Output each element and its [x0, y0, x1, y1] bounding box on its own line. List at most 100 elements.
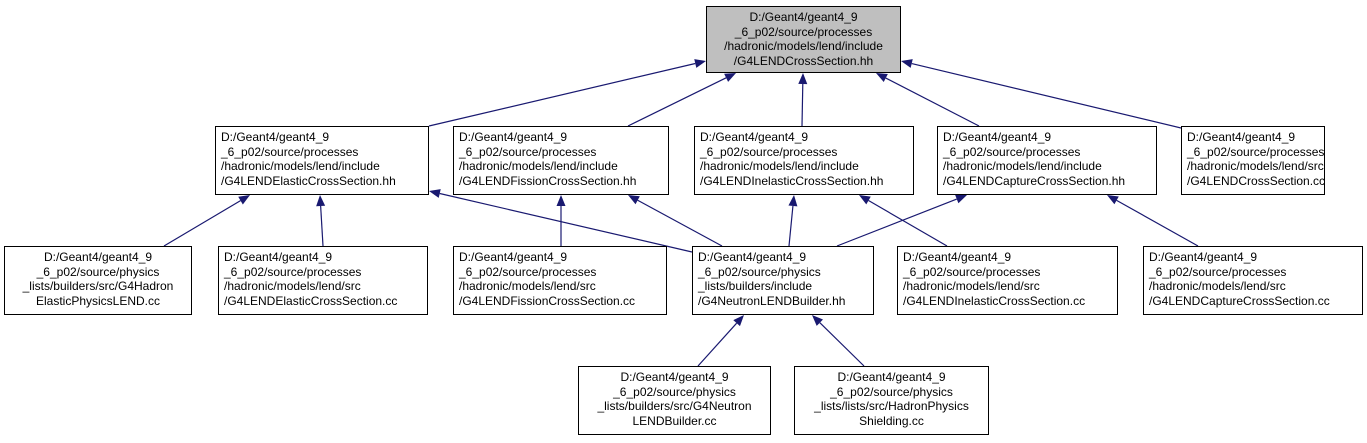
node-line: _6_p02/source/processes: [903, 264, 1041, 279]
node-line: /hadronic/models/lend/src: [459, 279, 596, 293]
node-line: Shielding.cc: [859, 413, 924, 428]
arrowhead-elastic_cc-to-elastic_hh: [316, 195, 326, 207]
node-line: D:/Geant4/geant4_9: [943, 130, 1052, 144]
node-root-g4lendcrosssection-hh[interactable]: D:/Geant4/geant4_9 _6_p02/source/process…: [706, 6, 901, 73]
node-line: _6_p02/source/processes: [700, 144, 838, 159]
node-line: D:/Geant4/geant4_9: [749, 10, 858, 24]
node-line: _6_p02/source/physics: [36, 264, 160, 279]
node-line: D:/Geant4/geant4_9: [698, 250, 807, 264]
node-line: _lists/builders/include: [698, 279, 813, 293]
node-line: /G4NeutronLENDBuilder.hh: [698, 293, 846, 308]
node-line: /hadronic/models/lend/include: [724, 39, 883, 53]
node-line: D:/Geant4/geant4_9: [221, 130, 330, 144]
node-line: /hadronic/models/lend/src: [224, 279, 361, 293]
node-line: /G4LENDInelasticCrossSection.cc: [903, 293, 1086, 308]
node-line: /G4LENDCrossSection.cc: [1187, 173, 1325, 188]
node-line: D:/Geant4/geant4_9: [620, 370, 729, 384]
node-line: _6_p02/source/physics: [698, 264, 821, 279]
node-g4lendfissioncrosssection-hh[interactable]: D:/Geant4/geant4_9 _6_p02/source/process…: [453, 126, 669, 195]
node-line: D:/Geant4/geant4_9: [459, 130, 568, 144]
node-g4lendfissioncrosssection-cc[interactable]: D:/Geant4/geant4_9 _6_p02/source/process…: [453, 246, 667, 315]
node-g4lendcrosssection-cc[interactable]: D:/Geant4/geant4_9 _6_p02/source/process…: [1181, 126, 1325, 195]
node-line: _6_p02/source/processes: [221, 144, 359, 159]
arrowhead-neutron_builder_hh-to-inelastic_hh: [788, 195, 798, 207]
arrowhead-neutron_builder_hh-to-elastic_hh: [429, 189, 441, 198]
arrowhead-inelastic_cc-to-inelastic_hh: [859, 195, 871, 205]
arrowhead-inelastic_hh-to-root: [798, 73, 808, 85]
arrowhead-capture_cc-to-capture_hh: [1107, 195, 1119, 205]
edge-inelastic_hh-to-root: [801, 83, 804, 127]
arrowhead-fission_cc-to-fission_hh: [556, 195, 566, 206]
node-line: D:/Geant4/geant4_9: [1187, 130, 1296, 144]
node-g4lendelasticcrosssection-cc[interactable]: D:/Geant4/geant4_9 _6_p02/source/process…: [218, 246, 428, 315]
node-line: /hadronic/models/lend/include: [943, 159, 1102, 173]
edge-neutron_builder_hh-to-capture_hh: [836, 198, 957, 247]
node-line: /G4LENDCaptureCrossSection.hh: [943, 173, 1126, 188]
node-line: /G4LENDInelasticCrossSection.hh: [700, 173, 884, 188]
node-line: /G4LENDFissionCrossSection.hh: [459, 173, 637, 188]
node-g4neutronlendbuilder-cc[interactable]: D:/Geant4/geant4_9 _6_p02/source/physics…: [578, 366, 771, 435]
arrowhead-hadron_shielding_cc-to-neutron_builder_hh: [812, 315, 824, 326]
node-line: /hadronic/models/lend/include: [459, 159, 618, 173]
node-line: /G4LENDElasticCrossSection.cc: [224, 293, 398, 308]
node-line: _6_p02/source/physics: [830, 384, 953, 399]
arrowhead-fission_hh-to-root: [724, 73, 736, 82]
node-line: ElasticPhysicsLEND.cc: [35, 293, 161, 308]
node-line: D:/Geant4/geant4_9: [700, 130, 809, 144]
arrowhead-hadron_elastic_cc-to-elastic_hh: [238, 195, 250, 205]
edge-neutron_builder_hh-to-elastic_hh: [439, 192, 693, 253]
node-line: LENDBuilder.cc: [632, 413, 717, 428]
node-line: _6_p02/source/processes: [459, 264, 597, 279]
node-line: /hadronic/models/lend/src: [1187, 159, 1324, 173]
node-line: /hadronic/models/lend/include: [221, 159, 380, 173]
edge-fission_hh-to-root: [627, 77, 727, 127]
arrowhead-capture_hh-to-root: [876, 73, 888, 83]
node-g4lendinelasticcrosssection-cc[interactable]: D:/Geant4/geant4_9 _6_p02/source/process…: [897, 246, 1118, 315]
node-line: D:/Geant4/geant4_9: [224, 250, 333, 264]
node-line: _6_p02/source/processes: [1187, 144, 1325, 159]
node-line: _lists/lists/src/HadronPhysics: [814, 399, 969, 413]
edge-neutron_builder_hh-to-inelastic_hh: [788, 205, 794, 247]
node-line: D:/Geant4/geant4_9: [43, 250, 153, 264]
node-g4neutronlendbuilder-hh[interactable]: D:/Geant4/geant4_9 _6_p02/source/physics…: [692, 246, 874, 315]
node-line: D:/Geant4/geant4_9: [1149, 250, 1258, 264]
node-line: _6_p02/source/processes: [1149, 264, 1287, 279]
node-line: /hadronic/models/lend/src: [903, 279, 1040, 293]
arrowhead-neutron_builder_hh-to-fission_hh: [628, 195, 640, 205]
edge-capture_hh-to-root: [885, 77, 980, 127]
node-line: _6_p02/source/processes: [943, 144, 1081, 159]
node-g4lendelasticcrosssection-hh[interactable]: D:/Geant4/geant4_9 _6_p02/source/process…: [215, 126, 429, 195]
node-g4lendcapturecrosssection-hh[interactable]: D:/Geant4/geant4_9 _6_p02/source/process…: [937, 126, 1157, 195]
node-line: D:/Geant4/geant4_9: [459, 250, 568, 264]
edge-neutron_builder_cc-to-neutron_builder_hh: [697, 322, 738, 367]
node-line: _lists/builders/src/G4Neutron: [597, 399, 752, 413]
node-g4lendinelasticcrosssection-hh[interactable]: D:/Geant4/geant4_9 _6_p02/source/process…: [694, 126, 914, 195]
node-line: _6_p02/source/processes: [224, 264, 362, 279]
node-line: _lists/builders/src/G4Hadron: [22, 279, 174, 293]
arrowhead-elastic_hh-to-root: [694, 59, 706, 68]
node-line: /G4LENDCrossSection.hh: [733, 53, 874, 68]
edge-elastic_hh-to-root: [428, 62, 696, 127]
node-line: /hadronic/models/lend/src: [1149, 279, 1286, 293]
node-line: D:/Geant4/geant4_9: [837, 370, 946, 384]
edge-hadron_elastic_cc-to-elastic_hh: [163, 200, 241, 247]
node-line: _6_p02/source/processes: [459, 144, 597, 159]
edge-crosssection_cc-to-root: [911, 62, 1182, 129]
node-g4hadronelasticphysicslend-cc[interactable]: D:/Geant4/geant4_9 _6_p02/source/physics…: [4, 246, 192, 315]
edge-neutron_builder_hh-to-fission_hh: [637, 199, 723, 247]
arrowhead-crosssection_cc-to-root: [901, 59, 913, 68]
edge-hadron_shielding_cc-to-neutron_builder_hh: [819, 322, 865, 367]
node-line: D:/Geant4/geant4_9: [903, 250, 1012, 264]
edge-capture_cc-to-capture_hh: [1116, 199, 1199, 247]
node-hadronphysicsshielding-cc[interactable]: D:/Geant4/geant4_9 _6_p02/source/physics…: [794, 366, 989, 435]
arrowhead-neutron_builder_cc-to-neutron_builder_hh: [733, 315, 744, 327]
arrowhead-neutron_builder_hh-to-capture_hh: [955, 194, 967, 204]
node-line: /G4LENDFissionCrossSection.cc: [459, 293, 636, 308]
node-line: /G4LENDCaptureCrossSection.cc: [1149, 293, 1330, 308]
node-line: _6_p02/source/physics: [613, 384, 736, 399]
node-g4lendcapturecrosssection-cc[interactable]: D:/Geant4/geant4_9 _6_p02/source/process…: [1143, 246, 1363, 315]
node-line: _6_p02/source/processes: [734, 24, 873, 39]
edge-inelastic_cc-to-inelastic_hh: [868, 199, 948, 247]
